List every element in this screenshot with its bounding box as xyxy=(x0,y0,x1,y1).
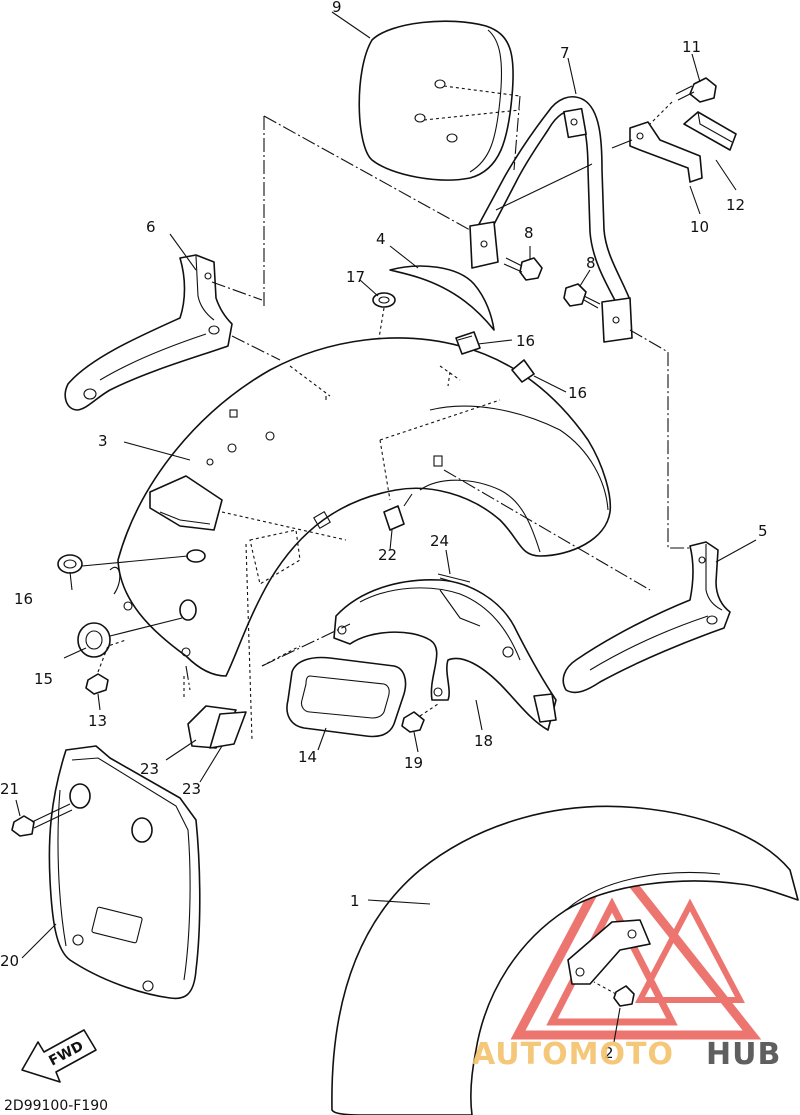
part-19-bolt xyxy=(401,703,439,733)
diagram-code: 2D99100-F190 xyxy=(4,1098,108,1114)
callout-6: 6 xyxy=(146,218,156,236)
callout-7: 7 xyxy=(560,44,570,62)
fwd-arrow-icon: FWD xyxy=(21,1029,97,1083)
callout-9: 9 xyxy=(332,0,342,16)
part-13-bolt xyxy=(85,639,127,695)
callout-20: 20 xyxy=(0,952,19,970)
part-4-trim xyxy=(389,265,495,331)
callout-2: 2 xyxy=(604,1044,614,1062)
part-16-clip-b xyxy=(511,359,535,383)
part-20-side-cover xyxy=(48,745,201,1000)
part-21-bolt xyxy=(11,803,73,837)
part-17-grommet xyxy=(372,292,396,357)
callout-16c: 16 xyxy=(14,590,33,608)
callout-22: 22 xyxy=(378,546,397,564)
callout-11: 11 xyxy=(682,38,701,56)
part-7-backrest-frame xyxy=(469,96,633,343)
part-callouts: 9 7 11 12 10 8 8 4 17 6 16 16 3 5 24 22 … xyxy=(0,0,768,1062)
part-14-reflector xyxy=(261,645,407,738)
callout-18: 18 xyxy=(474,732,493,750)
callout-21: 21 xyxy=(0,780,19,798)
callout-23b: 23 xyxy=(182,780,201,798)
alignment-lines xyxy=(185,95,690,691)
callout-8b: 8 xyxy=(586,254,596,272)
part-24-strip xyxy=(437,573,471,587)
logo-triangle-right xyxy=(635,898,745,1003)
callout-16b: 16 xyxy=(568,384,587,402)
part-5-right-stay xyxy=(562,541,731,694)
watermark-text-a: AUTOMOTO xyxy=(472,1037,674,1072)
callout-1: 1 xyxy=(350,892,360,910)
part-6-left-stay xyxy=(64,254,233,411)
callout-19: 19 xyxy=(404,754,423,772)
callout-23a: 23 xyxy=(140,760,159,778)
callout-24: 24 xyxy=(430,532,449,550)
watermark-text: AUTOMOTO HUB xyxy=(472,1037,781,1072)
logo-triangle-outer xyxy=(510,849,762,1040)
part-8-bolt-lower xyxy=(563,283,601,309)
part-22-clip xyxy=(383,493,413,531)
part-12-pad xyxy=(683,111,737,151)
callout-17: 17 xyxy=(346,268,365,286)
leader-lines xyxy=(15,11,757,1043)
callout-15: 15 xyxy=(34,670,53,688)
part-16-clip-a xyxy=(455,331,481,355)
callout-12: 12 xyxy=(726,196,745,214)
callout-13: 13 xyxy=(88,712,107,730)
watermark-text-b: HUB xyxy=(706,1037,781,1072)
part-10-bracket xyxy=(611,121,703,183)
part-1-front-fender xyxy=(331,805,799,1115)
callout-16a: 16 xyxy=(516,332,535,350)
part-3-rear-fender xyxy=(109,337,612,741)
callout-10: 10 xyxy=(690,218,709,236)
callout-4: 4 xyxy=(376,230,386,248)
part-16-grommet-left xyxy=(57,554,189,574)
callout-5: 5 xyxy=(758,522,768,540)
part-2-bolt xyxy=(593,981,635,1007)
part-11-bolt xyxy=(649,77,717,125)
callout-3: 3 xyxy=(98,432,108,450)
callout-8a: 8 xyxy=(524,224,534,242)
part-8-bolt-upper xyxy=(503,257,543,281)
part-9-backrest-pad xyxy=(358,20,521,181)
callout-14: 14 xyxy=(298,748,317,766)
part-23-labels xyxy=(187,705,247,749)
